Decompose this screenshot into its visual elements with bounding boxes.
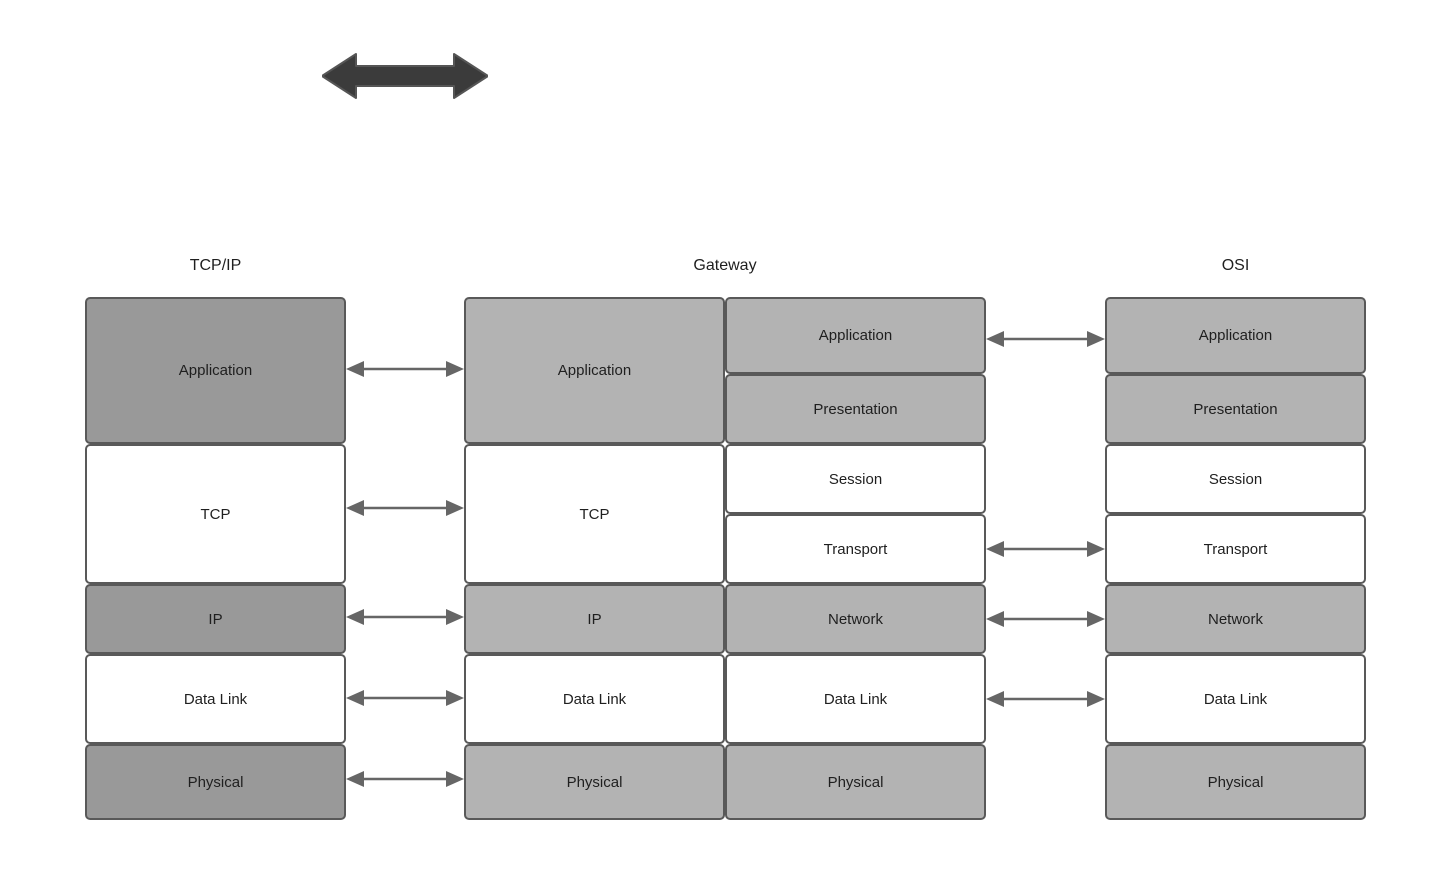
layer-gateway-left-application[interactable]: Application xyxy=(464,297,725,444)
double-headed-arrow-icon xyxy=(321,50,489,102)
connector-tcpip-gateway-data-link xyxy=(346,687,464,709)
layer-gateway-right-data-link[interactable]: Data Link xyxy=(725,654,986,744)
layer-tcpip-physical[interactable]: Physical xyxy=(85,744,346,820)
layer-gateway-left-ip[interactable]: IP xyxy=(464,584,725,654)
layer-tcpip-application[interactable]: Application xyxy=(85,297,346,444)
layer-tcpip-ip[interactable]: IP xyxy=(85,584,346,654)
layer-gateway-right-session[interactable]: Session xyxy=(725,444,986,514)
column-header-gateway: Gateway xyxy=(693,257,757,274)
connector-tcpip-gateway-application xyxy=(346,358,464,380)
layer-osi-transport[interactable]: Transport xyxy=(1105,514,1366,584)
layer-gateway-right-physical[interactable]: Physical xyxy=(725,744,986,820)
column-header-tcpip: TCP/IP xyxy=(189,257,242,274)
layer-osi-session[interactable]: Session xyxy=(1105,444,1366,514)
layer-osi-application[interactable]: Application xyxy=(1105,297,1366,374)
layer-osi-data-link[interactable]: Data Link xyxy=(1105,654,1366,744)
layer-gateway-right-network[interactable]: Network xyxy=(725,584,986,654)
layer-gateway-left-tcp[interactable]: TCP xyxy=(464,444,725,584)
column-header-osi: OSI xyxy=(1221,257,1250,274)
connector-gateway-osi-network xyxy=(986,608,1105,630)
layer-tcpip-data-link[interactable]: Data Link xyxy=(85,654,346,744)
connector-tcpip-gateway-physical xyxy=(346,768,464,790)
layer-osi-network[interactable]: Network xyxy=(1105,584,1366,654)
layer-gateway-right-application[interactable]: Application xyxy=(725,297,986,374)
layer-gateway-right-presentation[interactable]: Presentation xyxy=(725,374,986,444)
layer-gateway-left-data-link[interactable]: Data Link xyxy=(464,654,725,744)
connector-gateway-osi-application xyxy=(986,328,1105,350)
layer-tcpip-tcp[interactable]: TCP xyxy=(85,444,346,584)
connector-tcpip-gateway-tcp xyxy=(346,497,464,519)
connector-tcpip-gateway-ip xyxy=(346,606,464,628)
layer-gateway-right-transport[interactable]: Transport xyxy=(725,514,986,584)
connector-gateway-osi-data-link xyxy=(986,688,1105,710)
layer-osi-presentation[interactable]: Presentation xyxy=(1105,374,1366,444)
connector-gateway-osi-transport xyxy=(986,538,1105,560)
layer-osi-physical[interactable]: Physical xyxy=(1105,744,1366,820)
layer-gateway-left-physical[interactable]: Physical xyxy=(464,744,725,820)
